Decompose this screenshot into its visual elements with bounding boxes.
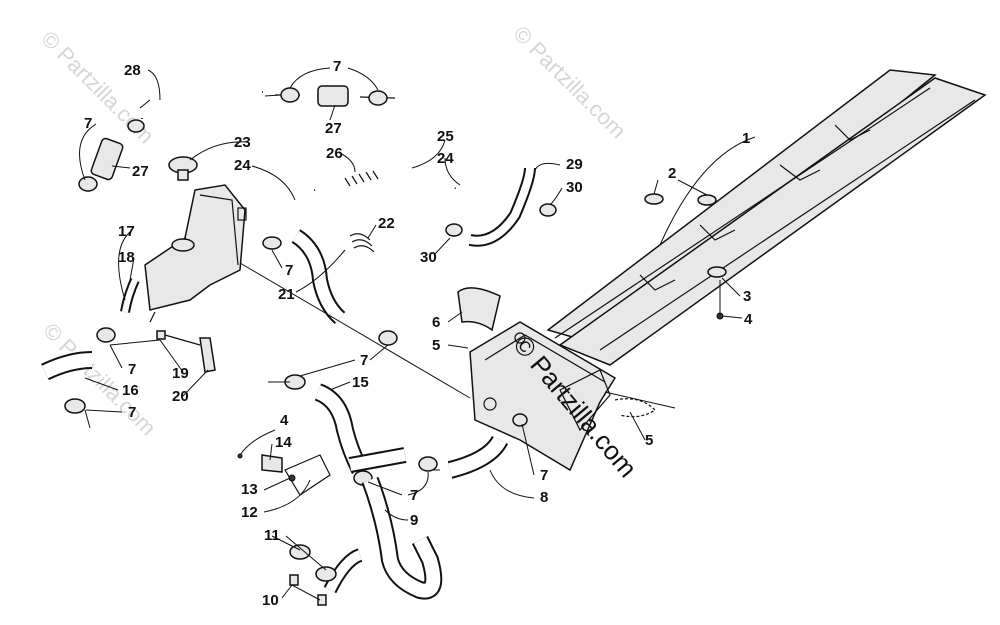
reservoir-cap — [168, 156, 198, 181]
callout-9: 9 — [410, 512, 418, 529]
hose-short-horizontal — [348, 447, 407, 473]
callout-19: 19 — [172, 365, 189, 382]
hose-21 — [291, 229, 346, 325]
callout-20: 20 — [172, 388, 189, 405]
callout-24: 24 — [437, 150, 454, 167]
callout-8: 8 — [540, 489, 548, 506]
callout-4: 4 — [744, 311, 753, 328]
callout-7: 7 — [540, 467, 548, 484]
callout-27: 27 — [132, 163, 149, 180]
callout-7: 7 — [285, 262, 293, 279]
coolant-reservoir — [144, 184, 247, 323]
callout-12: 12 — [241, 504, 258, 521]
short-hose-27-left — [90, 137, 124, 181]
callout-30: 30 — [566, 179, 583, 196]
callout-5: 5 — [645, 432, 653, 449]
hose-25-26 — [313, 166, 457, 193]
hose-28 — [138, 47, 263, 119]
callout-7: 7 — [84, 115, 92, 132]
callout-labels: 1 2 3 4 4 5 5 6 7 7 7 7 7 7 7 7 8 9 10 1… — [84, 58, 753, 609]
clamps-11-bolts-10 — [289, 544, 337, 606]
callout-17: 17 — [118, 223, 135, 240]
callout-1: 1 — [742, 130, 750, 147]
callout-28: 28 — [124, 62, 141, 79]
callout-4: 4 — [280, 412, 289, 429]
heat-exchanger-rails — [546, 69, 987, 366]
callout-18: 18 — [118, 249, 135, 266]
hose-8 — [447, 435, 509, 479]
callout-3: 3 — [743, 288, 751, 305]
callout-24: 24 — [234, 157, 251, 174]
callout-7: 7 — [360, 352, 368, 369]
bracket-12-13-14 — [237, 453, 331, 496]
callout-2: 2 — [668, 165, 676, 182]
callout-7: 7 — [333, 58, 341, 75]
callout-23: 23 — [234, 134, 251, 151]
callout-7: 7 — [410, 487, 418, 504]
watermark-top-center: © Partzilla.com — [508, 21, 631, 144]
hose-29 — [445, 167, 557, 247]
callout-29: 29 — [566, 156, 583, 173]
callout-16: 16 — [122, 382, 139, 399]
callout-6: 6 — [432, 314, 440, 331]
spring-22 — [349, 233, 375, 253]
callout-30: 30 — [420, 249, 437, 266]
callout-22: 22 — [378, 215, 395, 232]
rear-housing — [457, 287, 617, 472]
bolt-bracket-19-20 — [156, 330, 216, 373]
hose-18 — [120, 277, 140, 313]
callout-5: 5 — [432, 337, 440, 354]
callout-14: 14 — [275, 434, 292, 451]
callout-7: 7 — [128, 404, 136, 421]
elbow-16 — [41, 351, 93, 381]
callout-21: 21 — [278, 286, 295, 303]
callout-7: 7 — [128, 361, 136, 378]
callout-27: 27 — [325, 120, 342, 137]
leader-lines — [84, 94, 721, 471]
callout-10: 10 — [262, 592, 279, 609]
callout-13: 13 — [241, 481, 258, 498]
callout-25: 25 — [437, 128, 454, 145]
callout-26: 26 — [326, 145, 343, 162]
callout-15: 15 — [352, 374, 369, 391]
right-bracket — [604, 391, 676, 418]
hose-9 — [323, 476, 443, 600]
callout-11: 11 — [264, 527, 280, 544]
callout-leaders — [79, 67, 756, 601]
